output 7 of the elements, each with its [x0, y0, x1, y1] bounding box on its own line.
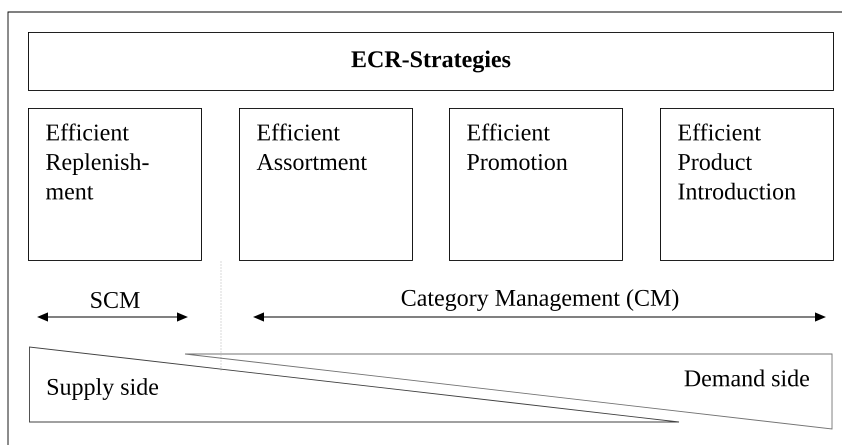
range-label: SCM — [91, 292, 140, 308]
title-box: ECR-Strategies — [28, 32, 834, 91]
strategy-box: Efficient Product Introduction — [660, 108, 834, 261]
range-label: Category Management (CM) — [402, 289, 678, 311]
strategy-box: Efficient Assortment — [239, 108, 413, 261]
strategy-box: Efficient Replenish- ment — [28, 108, 202, 261]
strategy-box: Efficient Promotion — [449, 108, 623, 261]
